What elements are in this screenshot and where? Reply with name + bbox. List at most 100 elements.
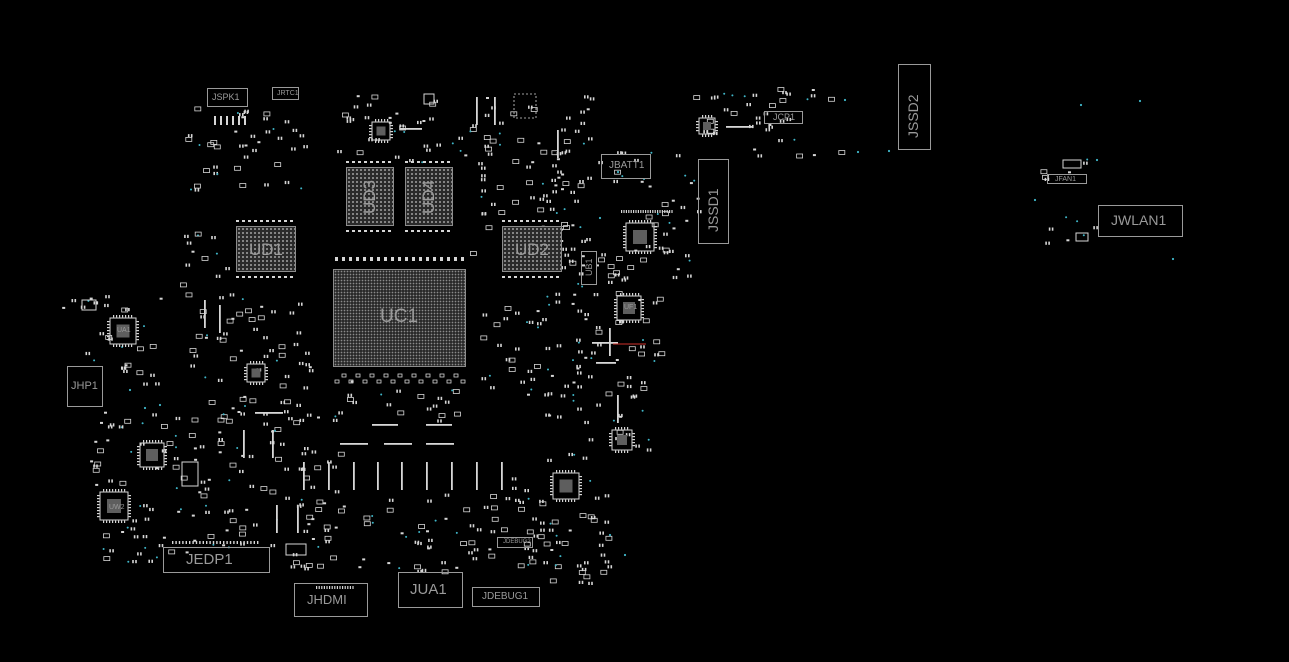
smd-pad bbox=[632, 394, 635, 398]
smd-pad bbox=[464, 154, 468, 157]
smd-pad bbox=[208, 510, 210, 514]
bga-pad bbox=[382, 161, 385, 163]
component-outline bbox=[512, 199, 519, 205]
ic-pin bbox=[369, 137, 372, 139]
smd-pad bbox=[440, 396, 443, 400]
smd-pad bbox=[557, 176, 561, 179]
outline-jcp1[interactable] bbox=[764, 111, 803, 124]
component-outline bbox=[229, 518, 237, 524]
ic-pin bbox=[143, 467, 145, 470]
chip-uc1[interactable] bbox=[333, 269, 466, 367]
smd-pad bbox=[306, 386, 309, 390]
ic-pin bbox=[137, 449, 140, 451]
outline-jbatt1[interactable] bbox=[601, 154, 651, 179]
chip-ud4[interactable] bbox=[405, 167, 453, 226]
connector-pin bbox=[666, 210, 668, 213]
connector-pin bbox=[318, 586, 320, 589]
ic-pin bbox=[624, 450, 626, 453]
ic-pin bbox=[125, 315, 127, 318]
smd-pad bbox=[515, 486, 517, 490]
chip-ud2[interactable] bbox=[502, 226, 562, 272]
smd-pad bbox=[412, 159, 414, 163]
smd-pad bbox=[277, 136, 280, 140]
component-outline bbox=[517, 137, 525, 143]
outline-jssd2[interactable] bbox=[898, 64, 931, 150]
outline-jhp1[interactable] bbox=[67, 366, 103, 407]
smd-pad bbox=[494, 202, 496, 206]
label-ub1: UB1 bbox=[584, 258, 594, 276]
smd-pad bbox=[270, 544, 273, 548]
chip-ud3[interactable] bbox=[346, 167, 394, 226]
smd-pad bbox=[307, 523, 311, 526]
ic-pin bbox=[128, 315, 130, 318]
smd-pad bbox=[218, 438, 220, 442]
smd-pad bbox=[132, 560, 134, 564]
smd-pad bbox=[528, 320, 531, 324]
component-outline bbox=[1040, 169, 1048, 175]
smd-pad bbox=[184, 234, 186, 238]
connector-pin bbox=[347, 586, 349, 589]
smd-pad bbox=[577, 407, 579, 411]
smd-pad bbox=[635, 444, 637, 448]
ic-pin bbox=[632, 220, 634, 223]
via bbox=[647, 438, 650, 441]
via bbox=[434, 519, 437, 522]
outline-jhdmi[interactable] bbox=[294, 583, 368, 617]
outline-jedp1[interactable] bbox=[163, 547, 270, 573]
smd-pad bbox=[83, 305, 86, 309]
cap-pad bbox=[384, 257, 387, 261]
outline-jwlan1[interactable] bbox=[1098, 205, 1183, 237]
smd-pad bbox=[560, 394, 563, 398]
ic-pin bbox=[384, 119, 386, 122]
ic-pin bbox=[97, 507, 100, 509]
outline-jua1[interactable] bbox=[398, 572, 463, 608]
smd-pad bbox=[394, 155, 397, 159]
smd-pad bbox=[481, 162, 483, 166]
ic-pin bbox=[623, 229, 626, 231]
ic-pin bbox=[638, 251, 640, 254]
smd-pad bbox=[580, 309, 583, 313]
outline-jfan1[interactable] bbox=[1047, 174, 1087, 184]
outline-jrtc1[interactable] bbox=[272, 87, 299, 100]
ic-pin bbox=[623, 241, 626, 243]
cap-outline bbox=[460, 379, 466, 384]
cap-outline bbox=[341, 373, 347, 378]
smd-pad bbox=[551, 528, 554, 532]
component-outline bbox=[469, 251, 477, 256]
smd-pad bbox=[542, 318, 544, 322]
outline-jdebug1[interactable] bbox=[472, 587, 540, 607]
smd-pad bbox=[468, 551, 470, 555]
smd-pad bbox=[216, 336, 219, 340]
ic-pin bbox=[387, 140, 389, 143]
ic-pin bbox=[164, 464, 167, 466]
smd-pad bbox=[193, 354, 196, 358]
smd-pad bbox=[251, 454, 254, 459]
smd-pad bbox=[487, 152, 490, 156]
chip-ud1[interactable] bbox=[236, 226, 296, 272]
smd-pad bbox=[544, 393, 546, 397]
ic-pin bbox=[615, 450, 617, 453]
component-outline bbox=[441, 569, 449, 575]
connector-pin bbox=[669, 210, 671, 213]
smd-pad bbox=[306, 145, 308, 149]
smd-pad bbox=[150, 373, 152, 377]
ic-pin bbox=[128, 495, 131, 497]
smd-pad bbox=[633, 395, 636, 399]
ic-pin bbox=[650, 220, 652, 223]
component-outline bbox=[397, 410, 405, 416]
ic-pin bbox=[107, 330, 110, 332]
smd-pad bbox=[590, 176, 592, 180]
component-outline bbox=[285, 543, 307, 556]
smd-pad bbox=[749, 103, 751, 107]
ic-pin bbox=[97, 504, 100, 506]
smd-pad bbox=[304, 447, 306, 451]
outline-jspk1[interactable] bbox=[207, 88, 248, 107]
outline-jssd1[interactable] bbox=[698, 159, 729, 244]
outline-ub1[interactable] bbox=[581, 251, 597, 285]
ic-pin bbox=[97, 513, 100, 515]
smd-pad bbox=[559, 540, 561, 545]
smd-pad bbox=[420, 541, 422, 546]
outline-jdebug2[interactable] bbox=[497, 537, 533, 548]
smd-pad bbox=[550, 374, 554, 377]
component-outline bbox=[346, 397, 354, 402]
